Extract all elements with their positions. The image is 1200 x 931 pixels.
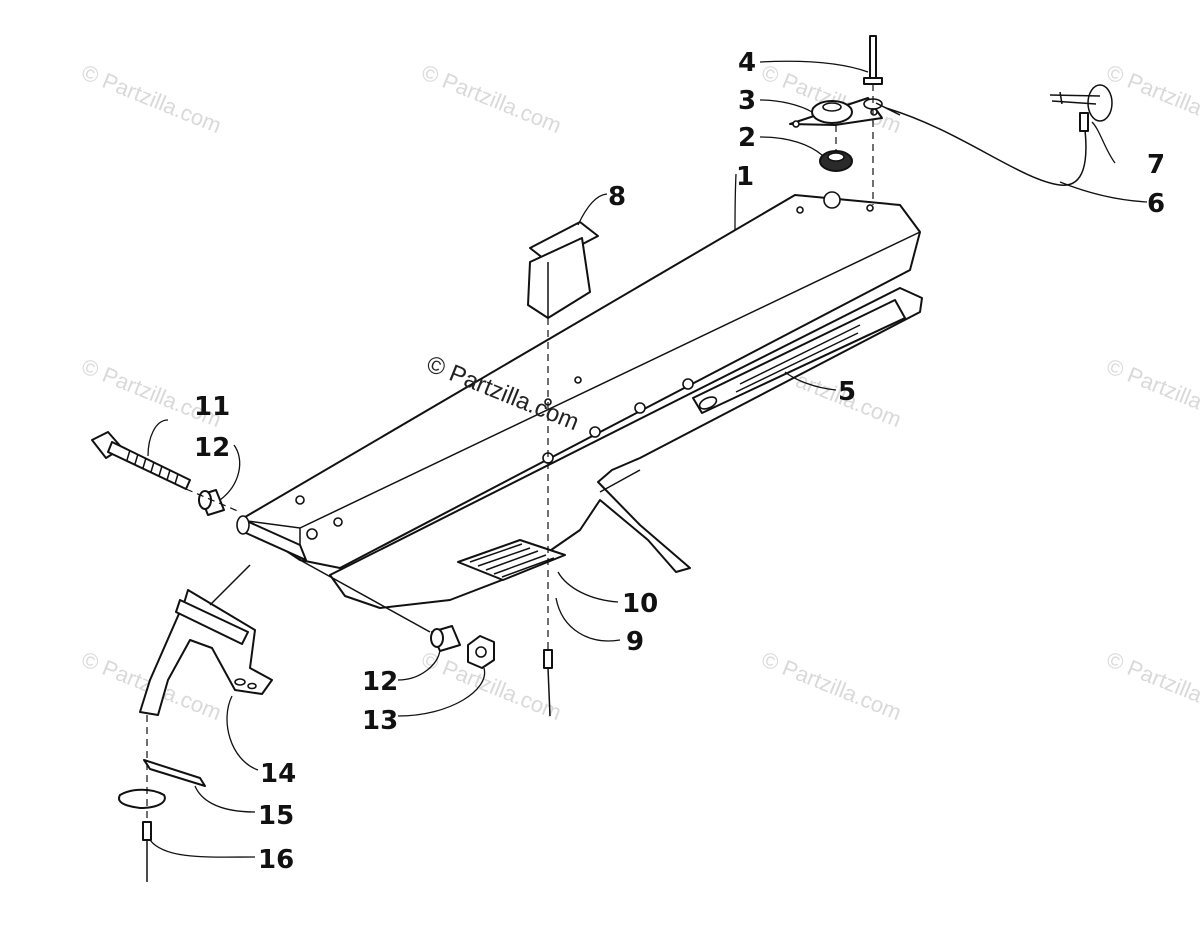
- spacer-part-12-upper: [198, 489, 225, 516]
- leader-lines: [147, 60, 1148, 858]
- callout-12-lower: 12: [362, 667, 398, 697]
- callout-7: 7: [1147, 150, 1165, 180]
- spacer-part-12-lower: [430, 625, 461, 652]
- tether-cable-part-6: [875, 102, 1087, 186]
- callout-1: 1: [736, 162, 754, 192]
- hinge-bracket-part-14: [139, 589, 273, 716]
- watermark-tr: © Partzilla.com: [758, 59, 905, 138]
- callout-15: 15: [258, 801, 294, 831]
- watermark-mrr: © Partzilla.com: [1103, 353, 1200, 432]
- bracket-part-3: [789, 97, 883, 128]
- grommet-part-2: [819, 150, 853, 172]
- callout-10: 10: [622, 589, 658, 619]
- callout-8: 8: [608, 182, 626, 212]
- callout-11: 11: [194, 392, 230, 422]
- clip-part-8: [527, 221, 599, 319]
- bolt-part-11: [91, 431, 191, 490]
- callout-6: 6: [1147, 189, 1165, 219]
- rivet-part-9: [543, 649, 553, 717]
- callout-2: 2: [738, 123, 756, 153]
- main-channel-part-1: [236, 191, 921, 569]
- watermark-tc: © Partzilla.com: [418, 59, 565, 138]
- assembly-lines: [146, 84, 874, 822]
- clip-pin-part-7: [1049, 84, 1113, 132]
- nut-part-13: [467, 635, 495, 669]
- callout-4: 4: [738, 48, 756, 78]
- watermark-trr: © Partzilla.com: [1103, 59, 1200, 138]
- slide-plate-part-5: [329, 287, 923, 609]
- watermark-tl: © Partzilla.com: [78, 59, 225, 138]
- callout-9: 9: [626, 627, 644, 657]
- callout-13: 13: [362, 706, 398, 736]
- watermark-brr: © Partzilla.com: [1103, 646, 1200, 725]
- rivet-part-16: [142, 821, 152, 882]
- callout-14: 14: [260, 759, 296, 789]
- watermark-br: © Partzilla.com: [758, 646, 905, 725]
- callout-12-upper: 12: [194, 433, 230, 463]
- strap-part-15: [118, 759, 206, 809]
- callout-16: 16: [258, 845, 294, 875]
- callouts: 4 3 2 1 7 6 8 5 11 12 10 9 12 13 14 15 1…: [194, 48, 1165, 875]
- decal-part-10: [457, 539, 566, 581]
- callout-5: 5: [838, 377, 856, 407]
- callout-3: 3: [738, 86, 756, 116]
